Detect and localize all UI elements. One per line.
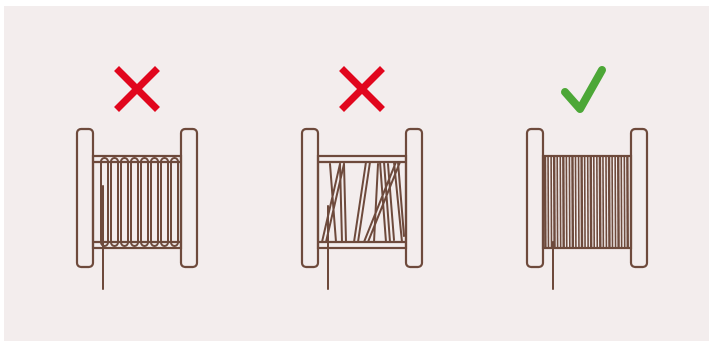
thread-coil [111, 158, 118, 246]
thread-coil [161, 158, 168, 246]
spool-tight-even-winding [527, 70, 647, 289]
thread-winding-comparison-panel [4, 6, 709, 341]
thread-coils-loose [101, 158, 178, 246]
spool-loose-winding [77, 71, 197, 289]
spool-crossed-winding [302, 71, 422, 289]
cross-icon [344, 71, 380, 107]
thread-coil [151, 158, 158, 246]
spool-body [302, 129, 422, 267]
check-icon [565, 70, 602, 109]
spool-comparison-illustration [4, 6, 709, 341]
thread-coils-crossed [322, 162, 404, 242]
thread-coil [121, 158, 128, 246]
thread-coil [141, 158, 148, 246]
thread-coil [171, 158, 178, 246]
thread-coil [131, 158, 138, 246]
thread-coils-tight [545, 157, 628, 247]
cross-icon [119, 71, 155, 107]
